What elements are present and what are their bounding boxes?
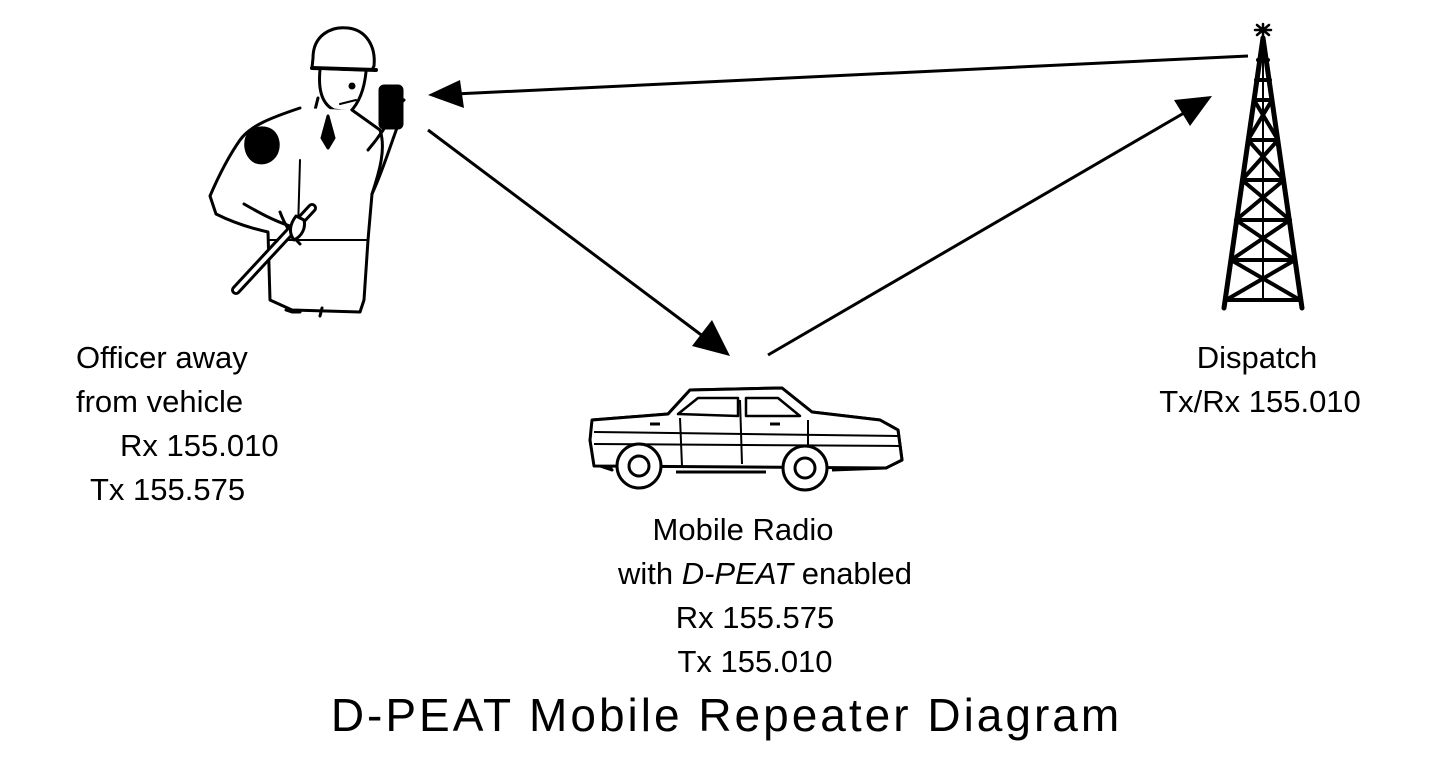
radio-tower-icon xyxy=(1221,22,1305,311)
officer-tx-frequency: Tx 155.575 xyxy=(90,472,246,507)
arrow-vehicle-to-dispatch xyxy=(767,104,1197,357)
officer-rx-frequency: Rx 155.010 xyxy=(120,428,279,463)
mobile-label-prefix: with xyxy=(617,556,682,591)
arrow-officer-to-vehicle xyxy=(427,128,717,348)
dispatch-label: Dispatch Tx/Rx 155.010 xyxy=(1110,336,1410,424)
arrow-dispatch-to-officer-head xyxy=(428,80,464,108)
arrow-vehicle-to-dispatch-head xyxy=(1174,96,1212,126)
diagram-title: D-PEAT Mobile Repeater Diagram xyxy=(330,689,1123,741)
officer-label-line-1: Officer away xyxy=(76,340,248,375)
arrow-dispatch-to-officer xyxy=(432,54,1249,101)
mobile-rx-frequency: Rx 155.575 xyxy=(675,600,835,635)
arrow-officer-to-vehicle-head xyxy=(692,320,730,356)
mobile-label-suffix: enabled xyxy=(793,556,913,591)
officer-with-radio-icon xyxy=(208,26,406,318)
vehicle-icon xyxy=(588,386,904,492)
mobile-label-emphasis: D-PEAT xyxy=(681,556,794,591)
officer-label: Officer away from vehicle Rx 155.010 Tx … xyxy=(76,336,279,512)
mobile-label-line-1: Mobile Radio xyxy=(652,512,834,547)
dispatch-label-line-1: Dispatch xyxy=(1196,340,1318,375)
dispatch-frequency: Tx/Rx 155.010 xyxy=(1159,384,1361,419)
officer-label-line-2: from vehicle xyxy=(76,384,244,419)
mobile-radio-label: Mobile Radio with D-PEAT enabled Rx 155.… xyxy=(560,508,970,684)
mobile-tx-frequency: Tx 155.010 xyxy=(677,644,833,679)
mobile-label-line-2: with D-PEAT enabled xyxy=(560,552,970,596)
